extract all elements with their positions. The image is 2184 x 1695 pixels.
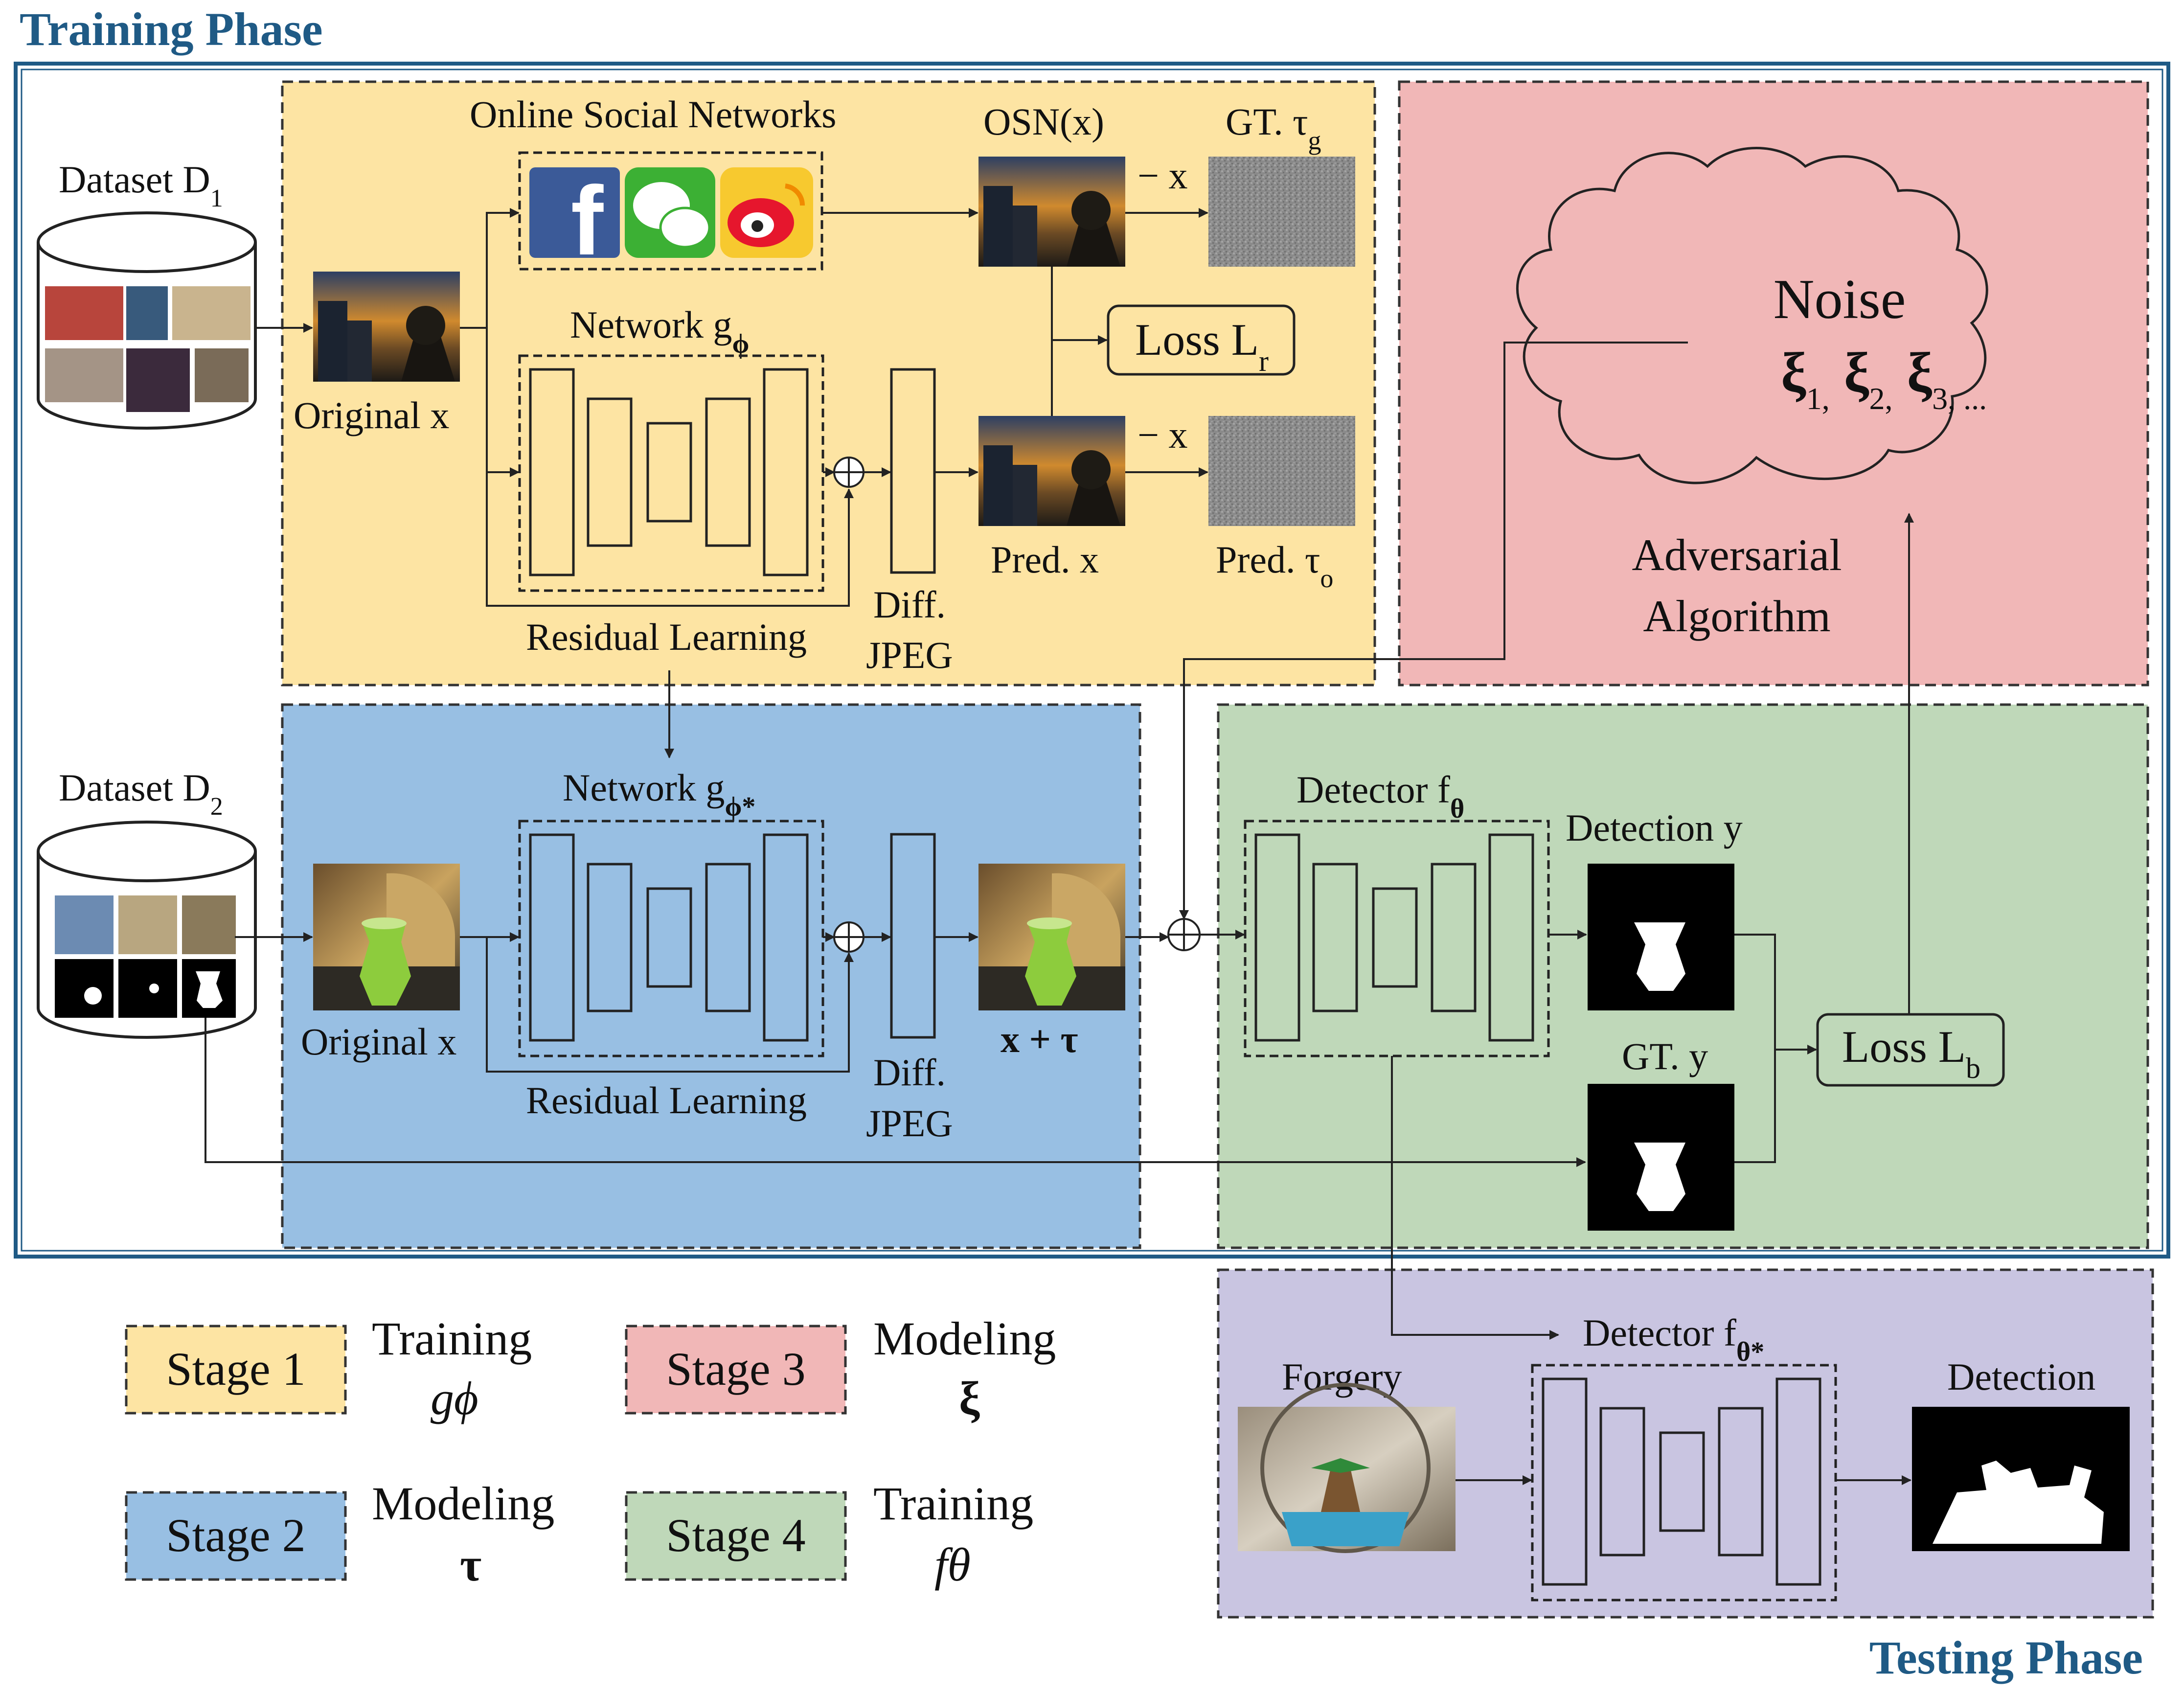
noise-title: Noise xyxy=(1774,268,1906,331)
loss-lb-label: Loss Lb xyxy=(1842,1022,1980,1084)
original-x-image-s2 xyxy=(313,864,460,1010)
minus-x-bottom: − x xyxy=(1138,413,1188,456)
dataset-d1-label: Dataset D xyxy=(59,158,210,201)
svg-text:Stage 1: Stage 1 xyxy=(166,1343,305,1395)
gt-y-mask xyxy=(1588,1084,1734,1231)
testing-detection-label: Detection xyxy=(1947,1355,2095,1398)
gt-tau-g-image xyxy=(1208,157,1355,267)
residual-learning-label-s1: Residual Learning xyxy=(526,616,807,658)
pred-x-image xyxy=(978,416,1125,526)
noise-cloud xyxy=(1516,147,1988,484)
svg-text:fθ: fθ xyxy=(934,1538,971,1591)
legend-stage4: Stage 4 Training fθ xyxy=(625,1477,1033,1591)
gt-y-label: GT. y xyxy=(1622,1035,1708,1077)
training-phase-title: Training Phase xyxy=(20,3,323,55)
pred-tau-o-image xyxy=(1208,416,1355,526)
loss-lr-label: Loss Lr xyxy=(1135,315,1269,377)
svg-text:Dataset D1: Dataset D1 xyxy=(59,158,223,212)
osn-x-image xyxy=(978,157,1125,267)
network-g-phi-star-label: Network gϕ* xyxy=(563,766,755,822)
noise-terms: ξ1, ξ2, ξ3, ... xyxy=(1781,342,1987,416)
svg-text:Modeling: Modeling xyxy=(873,1312,1056,1365)
training-phase-border xyxy=(14,62,2170,1259)
diff-jpeg-block-s2 xyxy=(890,833,936,1039)
add-operator-s1 xyxy=(833,457,864,488)
adversarial-label: Adversarial xyxy=(1632,530,1842,580)
gt-tau-g-label: GT. τg xyxy=(1226,100,1321,155)
dataset-d2: Dataset D2 xyxy=(37,766,257,1039)
detection-y-mask xyxy=(1588,864,1734,1010)
wechat-icon xyxy=(625,167,715,258)
dataset-d1: Dataset D1 xyxy=(37,158,257,430)
algorithm-label: Algorithm xyxy=(1643,591,1830,641)
stage1-region xyxy=(281,80,1376,687)
diff-label-s1: Diff. xyxy=(873,583,946,626)
minus-x-top: − x xyxy=(1138,154,1188,197)
pred-x-label: Pred. x xyxy=(991,538,1099,581)
osn-x-label: OSN(x) xyxy=(983,100,1104,143)
legend-stage2: Stage 2 Modeling τ xyxy=(125,1477,554,1591)
testing-detection-mask xyxy=(1912,1407,2130,1551)
diff-label-s2: Diff. xyxy=(873,1051,946,1094)
detector-f-theta-star-label: Detector fθ* xyxy=(1583,1311,1764,1367)
original-x-label-s2: Original x xyxy=(301,1020,456,1063)
jpeg-label-s1: JPEG xyxy=(866,634,953,676)
svg-text:ξ: ξ xyxy=(959,1372,980,1424)
weibo-icon xyxy=(720,167,813,258)
legend-stage3: Stage 3 Modeling ξ xyxy=(625,1312,1056,1424)
original-x-image-s1 xyxy=(313,272,460,382)
x-plus-tau-image xyxy=(978,864,1125,1010)
dataset-d2-label: Dataset D xyxy=(59,766,210,809)
loss-lb-box xyxy=(1816,1013,2005,1087)
svg-text:Training: Training xyxy=(873,1477,1033,1530)
svg-text:τ: τ xyxy=(460,1538,481,1591)
residual-learning-label-s2: Residual Learning xyxy=(526,1079,807,1122)
svg-text:Stage 2: Stage 2 xyxy=(166,1509,305,1561)
loss-lr-box xyxy=(1107,304,1296,376)
x-plus-tau-label: x + τ xyxy=(1001,1018,1078,1060)
jpeg-label-s2: JPEG xyxy=(866,1102,953,1145)
svg-text:f: f xyxy=(571,166,604,275)
diff-jpeg-block-s1 xyxy=(890,368,936,574)
svg-text:Stage 4: Stage 4 xyxy=(666,1509,805,1561)
svg-text:Stage 3: Stage 3 xyxy=(666,1343,805,1395)
detection-y-label: Detection y xyxy=(1566,806,1743,849)
osn-title: Online Social Networks xyxy=(470,93,837,136)
original-x-label-s1: Original x xyxy=(294,394,449,436)
svg-text:Training: Training xyxy=(372,1312,532,1365)
svg-text:gϕ: gϕ xyxy=(431,1372,478,1424)
svg-text:Modeling: Modeling xyxy=(372,1477,554,1530)
add-operator-s2 xyxy=(833,921,864,953)
testing-phase-title: Testing Phase xyxy=(1869,1631,2143,1684)
facebook-icon: f xyxy=(529,166,620,275)
legend: Stage 1 Training gϕ Stage 3 Modeling ξ S… xyxy=(125,1312,1056,1591)
forgery-label: Forgery xyxy=(1282,1355,1402,1398)
pred-tau-o-label: Pred. τo xyxy=(1216,538,1333,593)
svg-text:Dataset D2: Dataset D2 xyxy=(59,766,223,821)
forgery-image xyxy=(1238,1383,1456,1553)
detector-f-theta-label: Detector fθ xyxy=(1297,768,1464,824)
legend-stage1: Stage 1 Training gϕ xyxy=(125,1312,532,1424)
add-operator-s4 xyxy=(1167,918,1201,951)
network-g-phi-label: Network gϕ xyxy=(570,303,749,359)
osn-box xyxy=(518,151,823,271)
